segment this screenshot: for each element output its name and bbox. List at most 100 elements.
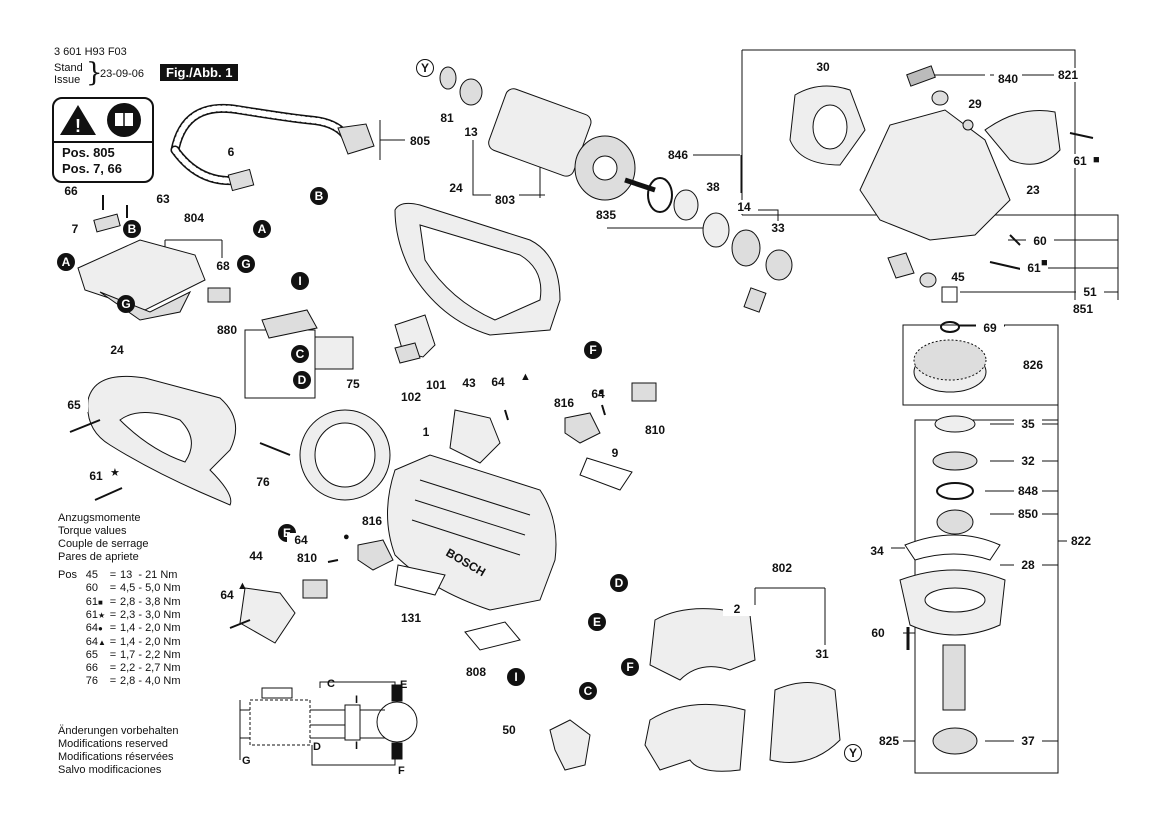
wiring-label-c: C [327,678,335,690]
part-label-61: 61 [82,469,110,483]
torque-eq: = [109,582,117,595]
callout-letter-i: I [507,668,525,686]
part-label-102: 102 [397,390,425,404]
part-50-icon [549,719,591,771]
torque-row: 64▲=1,4 - 2,0 Nm [84,636,181,649]
callout-letter-y: Y [844,744,862,762]
part-label-66: 66 [57,184,85,198]
torque-marker-icon: ▲ [520,371,531,383]
label-9-icon [579,457,633,491]
torque-row: 61■=2,8 - 3,8 Nm [84,596,181,609]
part-label-840: 840 [994,72,1022,86]
brush-holder-816-left-icon [357,539,394,571]
part-label-810: 810 [293,551,321,565]
part-label-851: 851 [1069,302,1097,316]
wiring-label-d: D [313,741,321,753]
ring-846-icon [647,177,673,213]
torque-row: 61★=2,3 - 3,0 Nm [84,609,181,622]
part-label-64: 64 [287,533,315,547]
callout-letter-b: B [123,220,141,238]
part-label-835: 835 [592,208,620,222]
screw-icons [69,132,1094,629]
issue-date: 23-09-06 [100,68,145,80]
part-label-61: 61 [1020,261,1048,275]
part-label-802: 802 [768,561,796,575]
torque-symbol: ★ [98,610,106,620]
part-label-822: 822 [1067,534,1095,548]
torque-title-en: Torque values [58,525,127,537]
bearing-14-icon [731,229,761,267]
bearing-37-icon [932,727,978,755]
label-131-icon [394,564,446,596]
carbon-brush-810-left-icon [302,579,328,599]
part-label-810: 810 [641,423,669,437]
torque-marker-icon: ■ [1041,257,1048,269]
part-label-825: 825 [875,734,903,748]
torque-marker-icon: ■ [1093,154,1100,166]
plug-icon [337,123,375,155]
wiring-label-i1: I [355,694,359,706]
torque-value: 2,3 - 3,0 Nm [120,608,181,621]
wiring-label-g: G [242,755,251,767]
part-label-64: 64 [584,387,612,401]
wiring-label-e: E [400,679,408,691]
torque-value: 1,4 - 2,0 Nm [120,635,181,648]
part-label-81: 81 [433,111,461,125]
electronics-icon [314,336,354,370]
torque-title-de: Anzugsmomente [58,512,141,524]
torque-pos: 76 [85,675,98,688]
part-label-69: 69 [976,321,1004,335]
doc-number: 3 601 H93 F03 [54,46,127,58]
torque-value: 2,2 - 2,7 Nm [120,662,181,675]
bearing-850-icon [936,509,974,535]
part-label-75: 75 [339,377,367,391]
torque-eq: = [109,569,117,581]
note-es: Salvo modificaciones [58,764,162,776]
callout-letter-c: C [579,682,597,700]
part-label-35: 35 [1014,417,1042,431]
part-label-28: 28 [1014,558,1042,572]
torque-eq: = [109,662,117,675]
torque-row: 45 =13 - 21 Nm [84,569,178,582]
torque-symbol: ■ [98,597,103,607]
torque-symbol: ● [98,624,103,634]
part-label-23: 23 [1019,183,1047,197]
callout-letter-y: Y [416,59,434,77]
brush-holder-ring-icon [769,682,841,763]
label-808-icon [464,621,521,651]
torque-value: 13 - 21 Nm [120,569,178,581]
torque-marker-icon: ● [598,386,605,398]
torque-eq: = [109,595,117,608]
part-label-821: 821 [1054,68,1082,82]
torque-pos: 66 [85,662,98,675]
part-label-24: 24 [103,343,131,357]
part-label-32: 32 [1014,454,1042,468]
part-label-14: 14 [730,200,758,214]
part-label-804: 804 [180,211,208,225]
part-label-880: 880 [213,323,241,337]
part-label-1: 1 [412,425,440,439]
torque-marker-icon: ★ [110,467,120,479]
torque-eq: = [109,648,117,661]
svg-text:!: ! [75,116,81,136]
part-label-60: 60 [864,626,892,640]
callout-letter-i: I [291,272,309,290]
wiring-label-f: F [398,765,405,777]
callout-letter-a: A [57,253,75,271]
torque-pos: 45 [85,569,98,581]
torque-row: 60=4,5 - 5,0 Nm [84,582,181,595]
warning-box: ! Pos. 805 Pos. 7, 66 [52,97,154,183]
wiring-label-i2: I [355,740,359,752]
torque-pos: 60 [85,582,98,595]
washer-35-icon [934,415,976,433]
part-label-848: 848 [1014,484,1042,498]
part-label-64: 64 [213,588,241,602]
pos-7-66-label: Pos. 7, 66 [62,161,122,176]
field-coil-upper-icon [649,608,756,681]
torque-title-es: Pares de apriete [58,551,139,563]
callout-letter-g: G [237,255,255,273]
part-label-9: 9 [601,446,629,460]
part-label-101: 101 [422,378,450,392]
note-en: Modifications reserved [58,738,169,750]
wiring-diagram [239,681,418,766]
